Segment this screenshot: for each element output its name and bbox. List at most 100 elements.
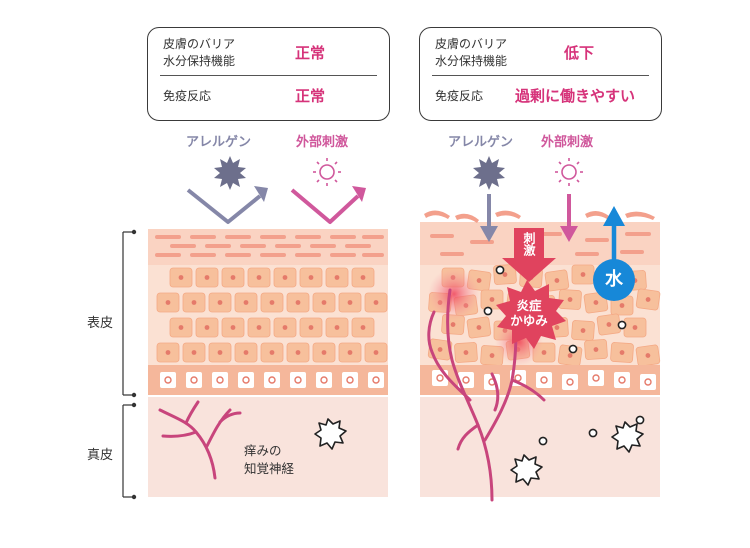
itch-nerve-label: 痒みの 知覚神経 bbox=[244, 442, 294, 478]
skin-cell bbox=[234, 342, 258, 363]
skin-cell bbox=[208, 342, 232, 363]
basal-cell bbox=[588, 370, 604, 386]
dermis-cell-icon bbox=[510, 454, 543, 486]
inflammation-label: 炎症 かゆみ bbox=[505, 298, 553, 328]
skin-cell bbox=[299, 317, 323, 338]
basal-cell bbox=[160, 372, 176, 388]
basal-layer bbox=[432, 370, 656, 390]
allergen-penetrate-arrow bbox=[480, 226, 498, 242]
skin-cell bbox=[247, 267, 271, 288]
dermis-cell-icon bbox=[314, 418, 347, 450]
skin-cell bbox=[273, 267, 297, 288]
particles bbox=[483, 265, 645, 446]
epidermis-label: 表皮 bbox=[87, 316, 114, 331]
cell-layer bbox=[156, 267, 388, 363]
skin-cell bbox=[273, 317, 297, 338]
skin-cell bbox=[583, 291, 609, 314]
skin-cell bbox=[351, 317, 375, 338]
barrier-label-line2: 水分保持機能 bbox=[163, 54, 236, 68]
skin-cell bbox=[635, 344, 661, 367]
skin-cell bbox=[571, 264, 595, 285]
skin-cell bbox=[234, 292, 258, 313]
external-stimulus-icon bbox=[555, 158, 583, 186]
skin-cell bbox=[156, 342, 180, 363]
skin-cell bbox=[596, 313, 622, 336]
barrier-value: 正常 bbox=[295, 44, 326, 62]
skin-cell bbox=[610, 342, 634, 363]
skin-cell bbox=[221, 267, 245, 288]
divider bbox=[160, 75, 377, 76]
stimulus-badge-arrow bbox=[502, 228, 556, 282]
skin-cell bbox=[364, 342, 388, 363]
itch-nerve-line1: 痒みの bbox=[244, 443, 282, 458]
dermis-label: 真皮 bbox=[87, 448, 114, 463]
allergen-label-left: アレルゲン bbox=[186, 135, 252, 150]
barrier-label: 皮膚のバリア 水分保持機能 bbox=[435, 36, 507, 70]
skin-cell bbox=[544, 269, 570, 292]
basal-cell bbox=[186, 372, 202, 388]
skin-cell bbox=[195, 317, 219, 338]
basal-layer bbox=[160, 372, 384, 388]
skin-cell bbox=[351, 267, 375, 288]
water-circle bbox=[593, 259, 635, 301]
skin-cell bbox=[195, 267, 219, 288]
skin-cell bbox=[156, 292, 180, 313]
allergen-icon bbox=[473, 156, 505, 190]
immune-label: 免疫反応 bbox=[163, 89, 212, 103]
barrier-label: 皮膚のバリア 水分保持機能 bbox=[163, 36, 235, 70]
skin-cell bbox=[260, 342, 284, 363]
skin-cell bbox=[299, 267, 323, 288]
inflammation-burst bbox=[496, 280, 566, 349]
skin-cell bbox=[182, 342, 206, 363]
immune-value: 過剰に働きやすい bbox=[515, 87, 636, 105]
basal-cell bbox=[536, 372, 552, 388]
barrier-label-line1: 皮膚のバリア bbox=[435, 37, 508, 51]
skin-cell bbox=[480, 289, 504, 310]
skin-cell bbox=[247, 317, 271, 338]
skin-cell bbox=[558, 289, 582, 310]
skin-cell bbox=[286, 292, 310, 313]
skin-cell bbox=[286, 342, 310, 363]
basal-cell bbox=[614, 372, 630, 388]
skin-cell bbox=[338, 292, 362, 313]
allergen-label-right: アレルゲン bbox=[448, 135, 514, 150]
basal-cell bbox=[238, 372, 254, 388]
external-stimulus-icon bbox=[313, 158, 341, 186]
itch-nerve-line2: 知覚神経 bbox=[244, 461, 295, 476]
basal-cell bbox=[432, 370, 448, 386]
basal-cell bbox=[640, 374, 656, 390]
allergen-icon bbox=[214, 156, 246, 190]
skin-cell bbox=[623, 317, 647, 338]
inflammation-line1: 炎症 bbox=[516, 298, 542, 313]
stimulus-badge: 刺激 bbox=[516, 232, 542, 259]
basal-cell bbox=[368, 372, 384, 388]
skin-cell bbox=[635, 288, 661, 311]
skin-cell bbox=[312, 292, 336, 313]
skin-cell bbox=[312, 342, 336, 363]
external-penetrate-arrow bbox=[560, 226, 578, 242]
immune-value: 正常 bbox=[295, 87, 326, 105]
skin-cell bbox=[260, 292, 284, 313]
damaged-status-box: 皮膚のバリア 水分保持機能 低下 免疫反応 過剰に働きやすい bbox=[419, 27, 662, 121]
allergen-reflect-arrow bbox=[186, 188, 262, 224]
skin-cell bbox=[169, 267, 193, 288]
skin-cell bbox=[325, 267, 349, 288]
normal-skin bbox=[148, 229, 388, 497]
skin-cell bbox=[169, 317, 193, 338]
water-escape-arrow bbox=[603, 206, 625, 226]
immune-label: 免疫反応 bbox=[435, 89, 484, 103]
basal-cell bbox=[316, 372, 332, 388]
skin-cell bbox=[571, 320, 595, 341]
itch-nerve-left bbox=[158, 400, 242, 480]
skin-cell bbox=[466, 316, 492, 339]
external-reflect-arrow bbox=[290, 188, 360, 224]
basal-cell bbox=[342, 372, 358, 388]
stimulus-badge-text: 刺激 bbox=[522, 232, 536, 256]
skin-cell bbox=[182, 292, 206, 313]
skin-cell bbox=[338, 342, 362, 363]
barrier-label-line1: 皮膚のバリア bbox=[163, 37, 236, 51]
barrier-label-line2: 水分保持機能 bbox=[435, 54, 508, 68]
inflammation-line2: かゆみ bbox=[510, 313, 548, 328]
